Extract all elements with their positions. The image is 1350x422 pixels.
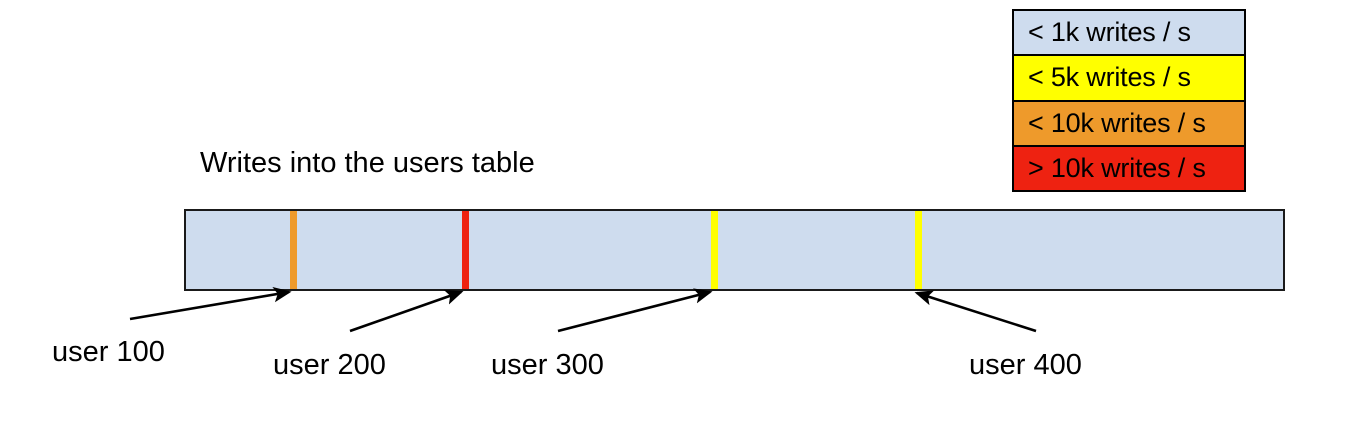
legend-row-0: < 1k writes / s [1014,11,1244,57]
legend-row-1: < 5k writes / s [1014,56,1244,102]
users-table-bar [184,209,1285,291]
callout-arrow-3 [914,290,1037,333]
callout-arrow-2 [557,288,713,333]
callout-arrow-0 [129,286,292,321]
user-300-marker [711,211,718,289]
legend-row-label: < 5k writes / s [1028,62,1191,93]
callout-label-1: user 200 [273,349,386,381]
user-200-marker [462,211,469,289]
callout-label-0: user 100 [52,336,165,368]
user-400-marker [915,211,922,289]
legend: < 1k writes / s < 5k writes / s < 10k writ… [1012,9,1246,192]
legend-row-3: > 10k writes / s [1014,146,1244,190]
legend-row-label: > 10k writes / s [1028,152,1206,183]
legend-row-label: < 10k writes / s [1028,107,1206,138]
legend-row-2: < 10k writes / s [1014,101,1244,147]
callout-arrow-1 [349,289,464,333]
page-title: Writes into the users table [200,147,535,179]
user-100-marker [290,211,297,289]
callout-label-2: user 300 [491,349,604,381]
callout-label-3: user 400 [969,349,1082,381]
legend-row-label: < 1k writes / s [1028,17,1191,48]
